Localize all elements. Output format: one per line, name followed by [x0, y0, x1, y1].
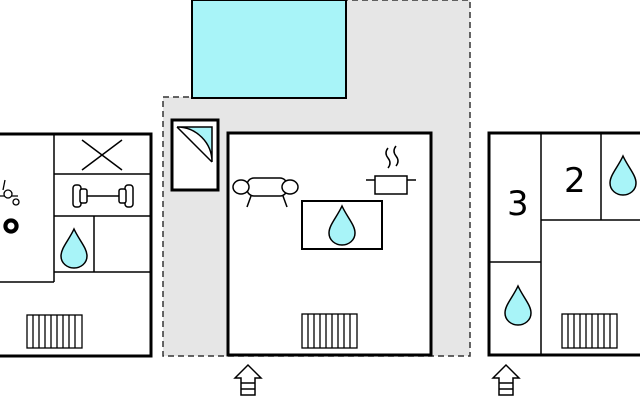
water-drop-icon	[328, 204, 356, 246]
room-number-3: 3	[507, 184, 529, 224]
water-drop-icon	[609, 154, 637, 196]
water-drop-icon	[60, 227, 88, 269]
pool	[191, 0, 347, 99]
fitness-icon	[72, 184, 134, 208]
radiator-icon	[561, 313, 618, 349]
sofa-icon	[232, 177, 299, 208]
entrance-arrow-icon	[233, 363, 263, 396]
billiards-icon	[0, 179, 20, 234]
radiator-icon	[26, 314, 83, 349]
radiator-icon	[301, 313, 358, 349]
shower-icon	[170, 118, 220, 192]
sauna-icon	[81, 139, 123, 171]
water-drop-icon	[504, 284, 532, 326]
entrance-arrow-icon	[491, 363, 521, 396]
room-number-2: 2	[564, 161, 586, 201]
cooking-pot-icon	[366, 145, 416, 195]
